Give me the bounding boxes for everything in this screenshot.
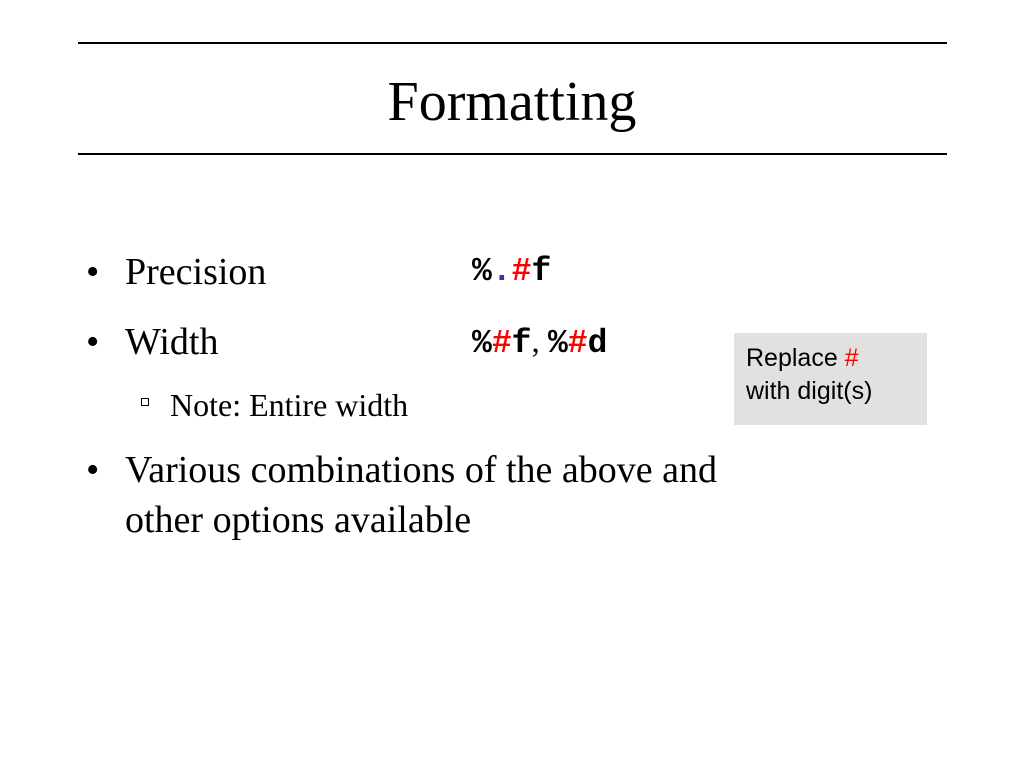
width-format-spec: %#f, %#d — [472, 318, 607, 368]
slide-title: Formatting — [387, 71, 637, 133]
bullet-marker: • — [86, 449, 100, 491]
sub-bullet-note: Note: Entire width — [170, 387, 409, 423]
code-char: d — [587, 325, 608, 362]
code-char: # — [567, 325, 588, 362]
code-char: . — [491, 253, 512, 290]
code-char: f — [531, 253, 552, 290]
bullet-combinations-line2: other options available — [125, 499, 472, 541]
code-char: % — [472, 253, 492, 290]
bullet-combinations-line1: Various combinations of the above and — [125, 449, 718, 491]
bullet-marker: • — [86, 321, 100, 363]
square-bullet-icon — [141, 398, 149, 406]
code-char: % — [547, 325, 568, 362]
code-char: # — [511, 253, 532, 290]
code-separator: , — [531, 324, 548, 360]
code-char: f — [511, 325, 532, 362]
bullet-marker: • — [86, 251, 100, 293]
title-bottom-rule — [78, 153, 947, 155]
code-char: % — [472, 325, 492, 362]
title-top-rule — [78, 42, 947, 44]
code-char: # — [491, 325, 512, 362]
callout-highlight: # — [844, 344, 859, 372]
callout-line1: Replace # — [746, 342, 927, 375]
bullet-width-label: Width — [125, 321, 219, 363]
callout-line2: with digit(s) — [746, 377, 873, 405]
precision-format-spec: %.#f — [472, 248, 551, 296]
callout-prefix: Replace — [746, 344, 845, 372]
replace-hint-callout: Replace # with digit(s) — [734, 333, 927, 425]
bullet-precision-label: Precision — [125, 251, 267, 293]
